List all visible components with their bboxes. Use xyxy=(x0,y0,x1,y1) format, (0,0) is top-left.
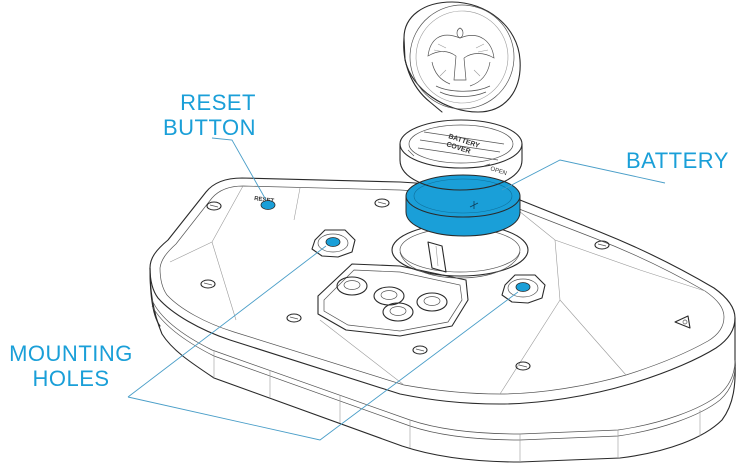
screw xyxy=(374,198,390,208)
mounting-leader-line xyxy=(127,245,327,398)
keypad-button xyxy=(416,292,448,312)
screw xyxy=(515,361,531,371)
keypad-button xyxy=(373,286,405,306)
screw xyxy=(594,240,610,250)
battery-cover-face xyxy=(403,1,521,113)
button-pad xyxy=(317,263,469,337)
mounting-holes-label-line: MOUNTING xyxy=(9,341,133,366)
eagle-emblem-icon xyxy=(427,27,495,97)
mounting-leader-line xyxy=(127,291,519,441)
mounting-holes-label: MOUNTING HOLES xyxy=(2,341,140,391)
screw xyxy=(286,313,302,323)
reset-button-label-line: BUTTON xyxy=(162,115,256,140)
screw xyxy=(412,345,428,355)
reset-leader-line xyxy=(211,137,267,201)
leader-lines xyxy=(127,137,666,441)
battery-leader-line xyxy=(501,159,666,191)
battery-label: BATTERY xyxy=(626,148,729,173)
device-reset-marking: RESET xyxy=(254,196,275,205)
keypad-button xyxy=(336,276,368,296)
reset-button-label-line: RESET xyxy=(180,90,256,115)
mounting-hole-left xyxy=(311,229,356,258)
screw xyxy=(674,315,691,329)
device-housing: RESET xyxy=(149,177,736,463)
screw xyxy=(206,201,222,211)
keypad-button xyxy=(382,302,414,322)
battery-cover-open-marking: OPEN xyxy=(489,166,507,177)
battery-label-line: BATTERY xyxy=(626,148,729,173)
mounting-hole-right xyxy=(501,274,546,304)
reset-button[interactable] xyxy=(260,200,276,210)
reset-button-label: RESET BUTTON xyxy=(150,90,256,140)
screw xyxy=(200,279,216,289)
coin-battery xyxy=(405,174,521,237)
mounting-holes-label-line: HOLES xyxy=(32,366,110,391)
